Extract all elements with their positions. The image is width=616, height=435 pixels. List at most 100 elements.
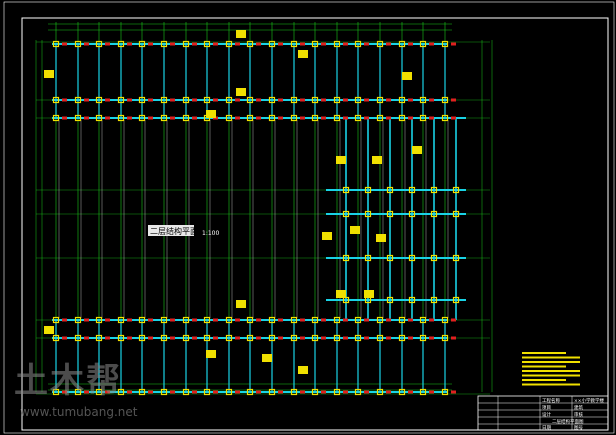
- rebar-mark: [343, 116, 348, 120]
- column: [311, 96, 319, 104]
- rebar-mark: [386, 98, 391, 102]
- column: [311, 316, 319, 324]
- rebar-mark: [321, 98, 326, 102]
- rebar-mark: [300, 390, 305, 394]
- column: [333, 40, 341, 48]
- column: [430, 186, 438, 194]
- column: [342, 210, 350, 218]
- rebar-mark: [278, 116, 283, 120]
- column: [376, 388, 384, 396]
- slab-annotation: [412, 146, 422, 154]
- column: [225, 334, 233, 342]
- rebar-mark: [278, 42, 283, 46]
- rebar-mark: [62, 318, 67, 322]
- column: [117, 316, 125, 324]
- column: [225, 40, 233, 48]
- design-notes-block: [522, 352, 580, 386]
- column: [52, 388, 60, 396]
- slab-annotation: [376, 234, 386, 242]
- column: [203, 114, 211, 122]
- column-layer: [52, 40, 460, 396]
- rebar-mark: [343, 390, 348, 394]
- rebar-mark: [127, 318, 132, 322]
- column: [333, 114, 341, 122]
- column: [182, 96, 190, 104]
- rebar-mark: [408, 98, 413, 102]
- rebar-mark: [148, 318, 153, 322]
- rebar-mark: [256, 116, 261, 120]
- rebar-mark: [170, 98, 175, 102]
- column: [398, 316, 406, 324]
- rebar-mark: [386, 336, 391, 340]
- column: [342, 296, 350, 304]
- rebar-mark: [408, 42, 413, 46]
- rebar-mark: [170, 390, 175, 394]
- column: [419, 316, 427, 324]
- column: [441, 388, 449, 396]
- rebar-mark: [321, 336, 326, 340]
- column: [95, 316, 103, 324]
- column: [354, 316, 362, 324]
- column: [376, 40, 384, 48]
- rebar-mark: [343, 98, 348, 102]
- column: [441, 114, 449, 122]
- rebar-mark: [148, 98, 153, 102]
- rebar-mark: [192, 116, 197, 120]
- column: [386, 210, 394, 218]
- slab-annotation: [44, 70, 54, 78]
- column: [117, 388, 125, 396]
- column: [52, 40, 60, 48]
- title-row-0-b: 工程名称: [542, 397, 560, 404]
- column: [138, 316, 146, 324]
- slab-annotation: [206, 350, 216, 358]
- column: [354, 388, 362, 396]
- rebar-mark: [148, 42, 153, 46]
- rebar-mark: [364, 116, 369, 120]
- column: [182, 40, 190, 48]
- rebar-mark: [62, 390, 67, 394]
- title-row-1-c: 建筑: [574, 404, 583, 411]
- column: [311, 40, 319, 48]
- column: [398, 96, 406, 104]
- column: [333, 388, 341, 396]
- column: [311, 114, 319, 122]
- column: [182, 114, 190, 122]
- note-line: [522, 356, 580, 359]
- column: [52, 334, 60, 342]
- column: [398, 334, 406, 342]
- rebar-mark: [321, 390, 326, 394]
- rebar-mark: [364, 336, 369, 340]
- column: [52, 114, 60, 122]
- column: [203, 388, 211, 396]
- column: [268, 316, 276, 324]
- rebar-mark: [127, 116, 132, 120]
- rebar-mark: [300, 318, 305, 322]
- column: [268, 96, 276, 104]
- column: [182, 388, 190, 396]
- rebar-mark: [364, 318, 369, 322]
- column: [408, 186, 416, 194]
- rebar-mark: [105, 42, 110, 46]
- rebar-mark: [451, 116, 456, 120]
- column: [290, 316, 298, 324]
- title-row-4-b: 日期: [542, 425, 551, 431]
- column: [138, 388, 146, 396]
- rebar-mark: [364, 42, 369, 46]
- column: [160, 40, 168, 48]
- rebar-mark: [235, 390, 240, 394]
- column: [364, 296, 372, 304]
- column: [408, 254, 416, 262]
- rebar-mark: [300, 98, 305, 102]
- note-line: [522, 383, 580, 386]
- column: [342, 186, 350, 194]
- rebar-mark: [170, 42, 175, 46]
- column: [342, 254, 350, 262]
- rebar-mark: [62, 336, 67, 340]
- column: [333, 96, 341, 104]
- column: [117, 96, 125, 104]
- column: [376, 96, 384, 104]
- column: [95, 96, 103, 104]
- column: [333, 316, 341, 324]
- rebar-mark: [192, 390, 197, 394]
